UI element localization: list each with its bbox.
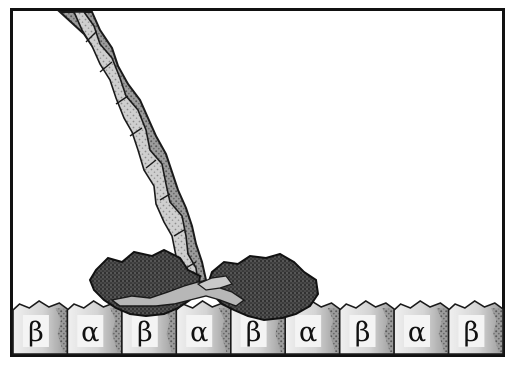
alpha-label: α <box>190 317 208 348</box>
tubulin-subunit-alpha: α <box>176 301 231 354</box>
tubulin-subunit-beta: β <box>13 301 67 354</box>
tubulin-subunit-beta: β <box>340 301 394 354</box>
beta-label: β <box>28 317 44 348</box>
beta-label: β <box>464 317 480 348</box>
beta-label: β <box>246 317 262 348</box>
alpha-label: α <box>81 317 99 348</box>
beta-label: β <box>137 317 153 348</box>
tubulin-subunit-beta: β <box>449 301 503 354</box>
tubulin-subunit-alpha: α <box>67 301 122 354</box>
alpha-label: α <box>408 317 426 348</box>
beta-label: β <box>355 317 371 348</box>
tubulin-subunit-alpha: α <box>394 301 449 354</box>
alpha-label: α <box>299 317 317 348</box>
